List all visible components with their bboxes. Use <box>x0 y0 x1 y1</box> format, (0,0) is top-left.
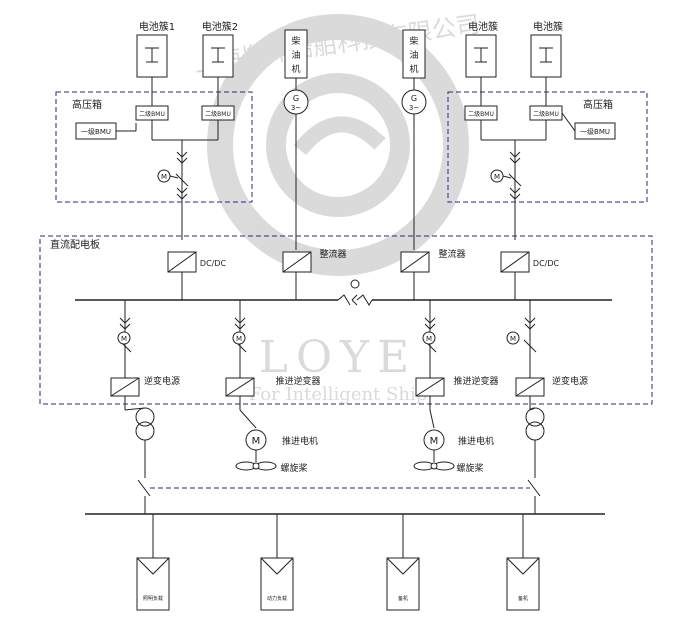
motor-symbol-left: M <box>252 436 261 447</box>
sub-bmu-label: 二级BMU <box>533 110 559 118</box>
rectifier-label-left: 整流器 <box>319 248 346 260</box>
svg-text:M: M <box>121 335 127 343</box>
feeder-4: M 逆变电源 <box>506 300 588 410</box>
generator-right-char-1: 柴 <box>409 35 418 47</box>
svg-text:M: M <box>426 335 432 343</box>
svg-text:M: M <box>161 173 167 181</box>
svg-text:M: M <box>510 335 516 343</box>
propeller-label-right: 螺旋桨 <box>456 462 483 474</box>
battery-label-3: 电池簇 <box>468 20 498 33</box>
motor-symbol-right: M <box>430 436 439 447</box>
feeder-1: M 逆变电源 <box>110 300 180 410</box>
propulsion-inverter-label-left: 推进逆变器 <box>275 375 320 387</box>
dc-distribution-panel: 直流配电板 DC/DC 整流器 整流器 DC/DC M 逆变电源 <box>39 235 653 410</box>
generator-sub: 3~ <box>409 104 419 112</box>
hv-box-right-label: 高压箱 <box>583 98 613 111</box>
load-3: 备机 <box>386 514 420 611</box>
diesel-generator-right: 柴 油 机 G 3~ <box>401 29 427 250</box>
generator-symbol: G <box>411 94 417 103</box>
load-label-1: 照明负载 <box>143 595 163 602</box>
battery-cluster-4: 电池簇 <box>530 20 563 106</box>
hv-box-left-label: 高压箱 <box>72 98 102 111</box>
hv-box-left: 高压箱 二级BMU 二级BMU 一级BMU M <box>55 91 253 240</box>
svg-text:M: M <box>494 173 500 181</box>
motor-label-right: 推进电机 <box>458 435 494 447</box>
generator-symbol: G <box>293 94 299 103</box>
load-label-4: 备机 <box>518 595 528 602</box>
generator-right-char-2: 油 <box>409 49 418 61</box>
feeder-2: M 推进逆变器 <box>225 300 321 410</box>
battery-label-4: 电池簇 <box>533 20 563 33</box>
main-bmu-label: 一级BMU <box>81 127 111 136</box>
sub-bmu-label: 二级BMU <box>468 110 494 118</box>
battery-label-2: 电池簇2 <box>202 20 238 33</box>
propeller-label-left: 螺旋桨 <box>280 462 307 474</box>
load-label-3: 备机 <box>398 595 408 602</box>
dcdc-label-right: DC/DC <box>533 259 560 268</box>
propulsion-motor-right: M 推进电机 螺旋桨 <box>413 409 494 474</box>
load-2: 动力负载 <box>260 514 294 611</box>
battery-label-1: 电池簇1 <box>139 20 175 33</box>
transformer-left <box>124 407 155 514</box>
watermark-brand: LOYE <box>259 332 417 383</box>
generator-left-char-3: 机 <box>291 63 300 75</box>
generator-left-char-2: 油 <box>291 49 300 61</box>
motor-label-left: 推进电机 <box>282 435 318 447</box>
sub-bmu-label: 二级BMU <box>205 110 231 118</box>
load-1: 照明负载 <box>136 514 170 611</box>
propulsion-motor-left: M 推进电机 螺旋桨 <box>235 409 318 474</box>
sub-bmu-label: 二级BMU <box>139 110 165 118</box>
diesel-generator-left: 柴 油 机 G 3~ <box>283 29 309 250</box>
dcdc-label-left: DC/DC <box>200 259 227 268</box>
watermark: LOYE For Intelligent Ship 上海胤洋船舶科技有限公司 <box>192 10 481 405</box>
generator-sub: 3~ <box>291 104 301 112</box>
generator-right-char-3: 机 <box>409 63 418 75</box>
inverter-power-label-left: 逆变电源 <box>144 375 180 387</box>
rectifier-label-right: 整流器 <box>438 248 465 260</box>
svg-text:M: M <box>236 335 242 343</box>
main-bmu-label: 一级BMU <box>580 127 610 136</box>
feeder-3: M 推进逆变器 <box>415 300 499 410</box>
generator-left-char-1: 柴 <box>291 35 300 47</box>
inverter-power-label-right: 逆变电源 <box>552 375 588 387</box>
hv-box-right: 高压箱 二级BMU 二级BMU 一级BMU M <box>447 91 648 240</box>
propulsion-inverter-label-right: 推进逆变器 <box>453 375 498 387</box>
load-4: 备机 <box>506 514 540 611</box>
transformer-right <box>525 407 545 514</box>
watermark-slogan: For Intelligent Ship <box>249 384 427 405</box>
dc-panel-label: 直流配电板 <box>50 238 100 251</box>
battery-cluster-3: 电池簇 <box>465 20 498 106</box>
load-label-2: 动力负载 <box>267 595 287 602</box>
battery-cluster-2: 电池簇2 <box>202 20 238 106</box>
battery-cluster-1: 电池簇1 <box>136 20 175 106</box>
